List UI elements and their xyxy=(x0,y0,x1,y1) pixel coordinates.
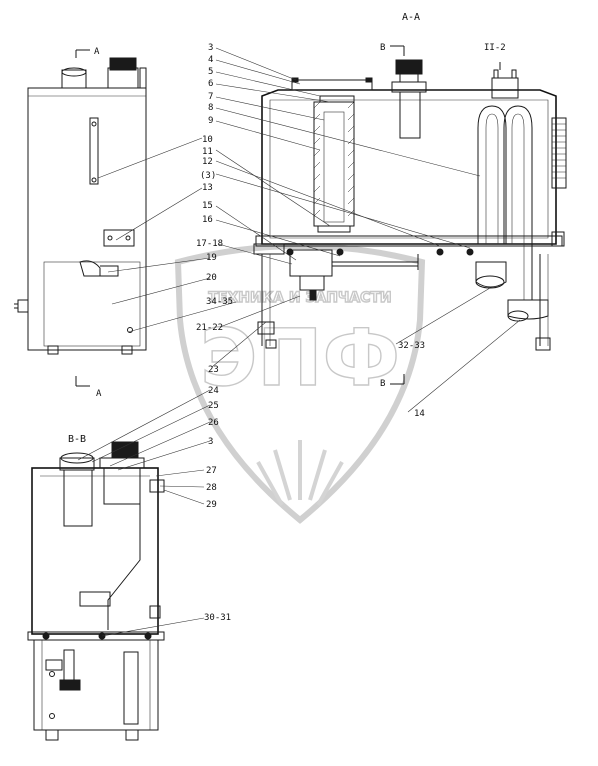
section-bb-title: B-B xyxy=(68,434,86,445)
callout-label: 15 xyxy=(202,201,213,211)
callout-label: (3) xyxy=(200,171,216,181)
callout-labels: 3 4 5 6 7 8 9 10 11 12 (3) 13 15 16 17-1… xyxy=(196,43,425,623)
callout-label: 17-18 xyxy=(196,239,223,249)
callout-label: 7 xyxy=(208,92,213,102)
callout-label: 25 xyxy=(208,401,219,411)
callout-label: 3 xyxy=(208,43,213,53)
view-marker-a-top: A xyxy=(94,47,100,57)
callout-label: 14 xyxy=(414,409,425,419)
wheat-emblem xyxy=(256,440,344,506)
section-bb-view xyxy=(27,441,165,741)
callout-label: 8 xyxy=(208,103,213,113)
view-marker-a-bottom: A xyxy=(96,389,102,399)
callout-label: 6 xyxy=(208,79,213,89)
callout-label: 4 xyxy=(208,55,213,65)
callout-label: 20 xyxy=(206,273,217,283)
callout-label: 23 xyxy=(208,365,219,375)
callout-label: 30-31 xyxy=(204,613,231,623)
leader-lines xyxy=(77,47,521,637)
section-ii-title: II-2 xyxy=(484,43,506,53)
callout-label: 11 xyxy=(202,147,213,157)
callout-label: 12 xyxy=(202,157,213,167)
callout-label: 32-33 xyxy=(398,341,425,351)
view-marker-b-top: B xyxy=(380,43,385,53)
callout-label: 29 xyxy=(206,500,217,510)
callout-label: 21-22 xyxy=(196,323,223,333)
watermark-logo-text: ЭПФ xyxy=(200,314,400,404)
callout-label: 24 xyxy=(208,386,219,396)
callout-label: 26 xyxy=(208,418,219,428)
callout-label: 28 xyxy=(206,483,217,493)
callout-label: 27 xyxy=(206,466,217,476)
view-titles: A-A B-B II-2 A A B B xyxy=(68,12,506,445)
callout-label: 3 xyxy=(208,437,213,447)
section-aa-title: A-A xyxy=(402,12,420,23)
callout-label: 10 xyxy=(202,135,213,145)
front-view-left xyxy=(14,49,147,387)
callout-label: 5 xyxy=(208,67,213,77)
watermark: ТЕХНИКА И ЗАПЧАСТИ ЭПФ xyxy=(174,243,426,524)
callout-label: 34-35 xyxy=(206,297,233,307)
callout-label: 13 xyxy=(202,183,213,193)
watermark-arc-text: ТЕХНИКА И ЗАПЧАСТИ xyxy=(208,290,391,306)
section-aa-view xyxy=(253,45,567,385)
callout-label: 19 xyxy=(206,253,217,263)
callout-label: 16 xyxy=(202,215,213,225)
callout-label: 9 xyxy=(208,116,213,126)
view-marker-b-bottom: B xyxy=(380,379,385,389)
